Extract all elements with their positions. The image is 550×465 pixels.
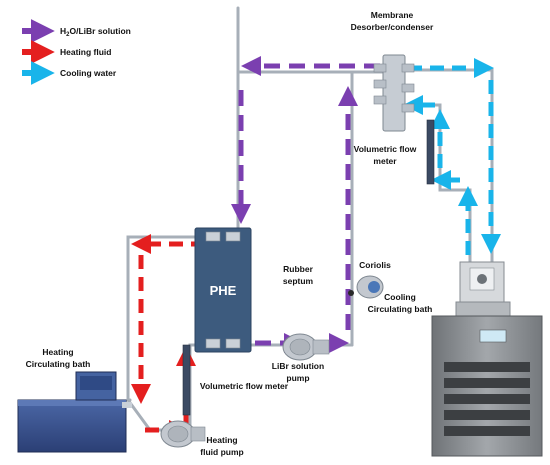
label-membrane: Membrane bbox=[371, 10, 414, 20]
label-libr-pump-1: LiBr solution bbox=[272, 361, 324, 371]
legend-item-solution: H2O/LiBr solution bbox=[22, 19, 131, 43]
legend-label-cooling: Cooling water bbox=[60, 68, 117, 78]
label-libr-pump-2: pump bbox=[286, 373, 309, 383]
label-cooling-circulating-bath: Circulating bath bbox=[368, 304, 433, 314]
heating-fluid-pump bbox=[160, 420, 206, 448]
label-rubber: Rubber bbox=[283, 264, 313, 274]
legend-label-solution: H2O/LiBr solution bbox=[60, 26, 131, 38]
cooling-flow bbox=[403, 58, 501, 255]
label-septum: septum bbox=[283, 276, 314, 286]
solution-flow bbox=[230, 56, 380, 353]
label-phe: PHE bbox=[210, 283, 237, 298]
label-heating-pump-1: Heating bbox=[206, 435, 237, 445]
rubber-septum bbox=[348, 290, 354, 296]
label-coriolis: Coriolis bbox=[359, 260, 391, 270]
legend-item-heating: Heating fluid bbox=[22, 40, 111, 64]
plate-heat-exchanger bbox=[194, 227, 252, 353]
legend: H2O/LiBr solution Heating fluid Cooling … bbox=[22, 19, 131, 85]
label-vfm-top-2: meter bbox=[373, 156, 397, 166]
legend-item-cooling: Cooling water bbox=[22, 61, 117, 85]
heating-circulating-bath bbox=[17, 371, 132, 453]
label-vfm-bottom: Volumetric flow meter bbox=[200, 381, 289, 391]
label-heating-bath-1: Heating bbox=[42, 347, 73, 357]
label-desorber-condenser: Desorber/condenser bbox=[351, 22, 434, 32]
membrane-desorber-condenser bbox=[373, 54, 415, 132]
label-vfm-top-1: Volumetric flow bbox=[354, 144, 417, 154]
libr-solution-pump bbox=[282, 333, 330, 361]
label-heating-pump-2: fluid pump bbox=[200, 447, 243, 457]
coriolis-meter bbox=[356, 275, 384, 299]
legend-label-heating: Heating fluid bbox=[60, 47, 111, 57]
cooling-circulating-bath bbox=[431, 261, 543, 457]
volumetric-flow-meter-top bbox=[426, 119, 435, 185]
label-cooling: Cooling bbox=[384, 292, 416, 302]
volumetric-flow-meter-bottom bbox=[182, 344, 191, 416]
label-heating-bath-2: Circulating bath bbox=[26, 359, 91, 369]
